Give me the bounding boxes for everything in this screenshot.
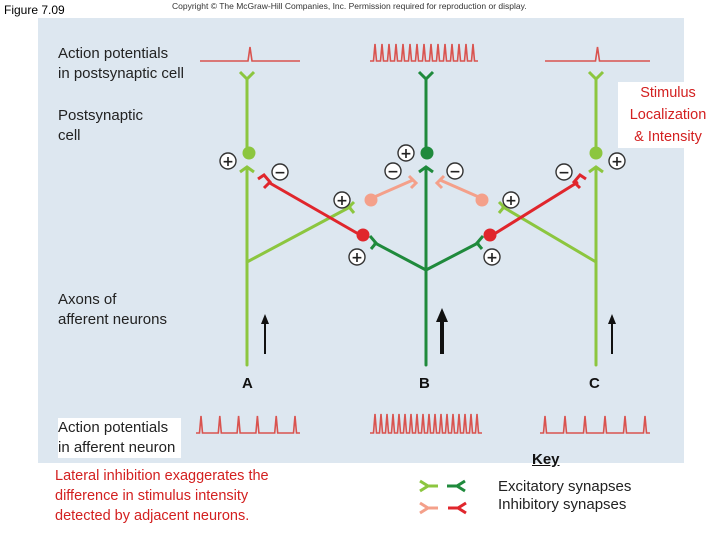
trace-post-c <box>545 46 650 62</box>
neuron-label-a: A <box>242 375 253 392</box>
afferent-action-potential-traces <box>196 413 650 434</box>
trace-aff-b <box>370 413 482 434</box>
label-afferent-axons: Axons of afferent neurons <box>58 291 167 328</box>
svg-text:+: + <box>486 250 498 266</box>
label-ap-afferent: Action potentials in afferent neuron <box>58 418 182 458</box>
copyright-notice: Copyright © The McGraw-Hill Companies, I… <box>172 1 527 11</box>
key-title: Key <box>532 451 560 468</box>
sign-plus-a: + <box>219 152 237 170</box>
postsynaptic-cell-a <box>238 70 256 160</box>
salmon-interneuron-right <box>434 174 489 207</box>
neuron-c-axon <box>501 168 598 367</box>
red-interneuron-right <box>483 173 587 242</box>
svg-text:+: + <box>351 250 363 266</box>
postsynaptic-action-potential-traces <box>200 43 650 62</box>
svg-text:−: − <box>449 164 461 180</box>
postsynaptic-cell-b <box>417 70 435 160</box>
sign-minus-c: − <box>555 163 573 181</box>
salmon-interneuron-left <box>364 174 419 207</box>
sign-plus-left-salmon: + <box>333 191 351 209</box>
sign-plus-left-red: + <box>348 248 366 266</box>
excitatory-synapse-forks <box>239 165 604 174</box>
neuron-label-c: C <box>589 375 600 392</box>
trace-aff-c <box>540 415 650 434</box>
key-excitatory-label: Excitatory synapses <box>498 478 632 495</box>
svg-text:+: + <box>505 193 517 209</box>
sign-plus-right-red: + <box>483 248 501 266</box>
svg-text:−: − <box>274 165 286 181</box>
neuron-a-axon <box>245 168 352 367</box>
svg-text:+: + <box>611 154 623 170</box>
figure-label: Figure 7.09 <box>4 3 65 17</box>
sign-minus-b-left: − <box>384 162 402 180</box>
label-postsynaptic-cell: Postsynaptic cell <box>58 107 144 144</box>
trace-post-b <box>370 43 478 62</box>
svg-text:+: + <box>336 193 348 209</box>
sign-minus-a: − <box>271 163 289 181</box>
synapse-sign-markers: +−+−−++++−+ <box>219 144 626 266</box>
sign-minus-b-right: − <box>446 162 464 180</box>
b-to-red-synapses <box>368 235 485 250</box>
red-interneuron-left <box>257 173 370 242</box>
label-ap-postsynaptic: Action potentials in postsynaptic cell <box>58 45 184 82</box>
neuron-b-axon <box>373 168 480 367</box>
stimulus-arrow-b <box>436 308 448 354</box>
svg-text:+: + <box>222 154 234 170</box>
sign-plus-right-salmon: + <box>502 191 520 209</box>
lightgreen-to-salmon-synapses <box>346 200 507 214</box>
stimulus-arrow-a <box>261 314 269 354</box>
trace-post-a <box>200 46 300 62</box>
stimulus-label: Stimulus Localization & Intensity <box>618 82 718 148</box>
svg-text:−: − <box>558 165 570 181</box>
svg-text:+: + <box>400 146 412 162</box>
postsynaptic-cell-c <box>587 70 605 160</box>
caption: Lateral inhibition exaggerates the diffe… <box>55 468 269 524</box>
neuron-label-b: B <box>419 375 430 392</box>
svg-text:−: − <box>387 164 399 180</box>
sign-plus-c: + <box>608 152 626 170</box>
stimulus-arrow-c <box>608 314 616 354</box>
key-excitatory-symbols <box>419 479 466 493</box>
key-inhibitory-symbols <box>419 501 467 515</box>
trace-aff-a <box>196 415 300 434</box>
sign-plus-b: + <box>397 144 415 162</box>
key-inhibitory-label: Inhibitory synapses <box>498 496 627 513</box>
